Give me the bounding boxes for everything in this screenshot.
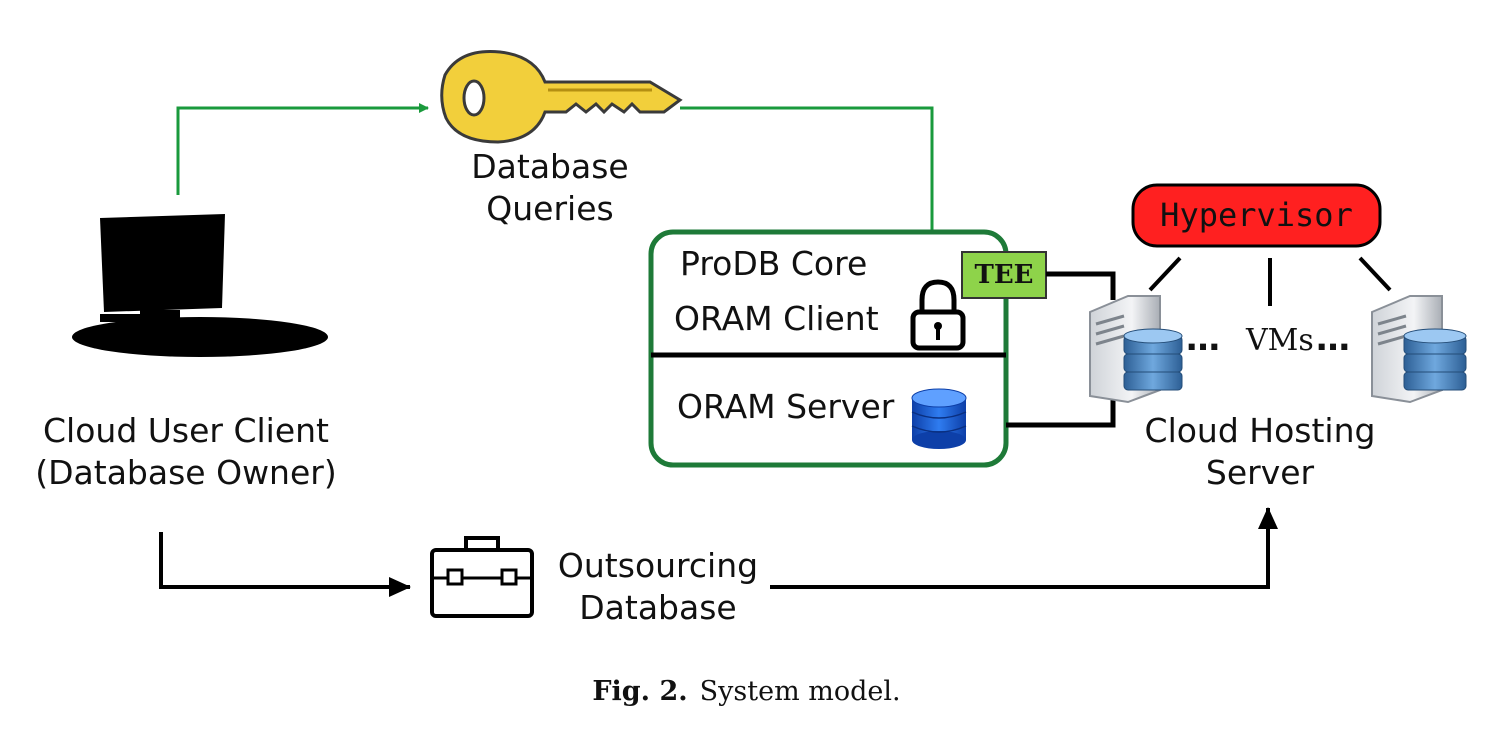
tee-box [961,251,1047,299]
computer-icon [72,214,328,357]
tee-connector [1046,271,1116,300]
caption-label: Fig. 2. [592,676,688,707]
cloud-hosting-server-label: Cloud Hosting Server [1120,410,1400,494]
hypervisor-link-left [1148,256,1182,292]
cloud-hosting-line1: Cloud Hosting [1144,411,1376,450]
tee-label: TEE [974,260,1034,290]
query-arrow-to-prodb [680,106,937,269]
cloud-user-client-line2: (Database Owner) [35,453,337,492]
briefcase-icon [430,536,534,618]
figure-caption: Fig. 2. System model. [0,676,1493,707]
outsourcing-arrow-to-briefcase [159,532,411,597]
cloud-user-client-line1: Cloud User Client [43,411,329,450]
outsourcing-line1: Outsourcing [557,546,759,585]
server-icon [1371,295,1467,404]
hypervisor-label: Hypervisor [1160,196,1353,234]
database-queries-line1: Database [471,147,629,186]
outsourcing-arrow-to-server [770,507,1278,589]
oram-client-label: ORAM Client [674,299,879,338]
vm-dots-right: … [1316,319,1350,359]
database-queries-label: Database Queries [440,146,660,230]
database-queries-line2: Queries [486,189,614,228]
server-icon [1089,295,1183,404]
vms-label: VMs [1246,323,1314,358]
query-arrow-to-key [176,103,429,195]
key-icon [440,49,683,144]
lock-icon [910,279,966,351]
cloud-user-client-label: Cloud User Client (Database Owner) [16,410,356,494]
database-icon [911,388,967,449]
cloud-hosting-line2: Server [1205,453,1315,492]
outsourcing-database-label: Outsourcing Database [548,545,768,629]
vm-dots-left: … [1186,319,1220,359]
outsourcing-line2: Database [579,588,737,627]
hypervisor-box [1131,183,1382,248]
oram-server-label: ORAM Server [677,387,895,426]
oram-server-connector [1006,395,1116,428]
caption-text: System model. [699,676,901,707]
hypervisor-link-right [1358,256,1392,292]
prodb-core-label: ProDB Core [680,244,868,283]
